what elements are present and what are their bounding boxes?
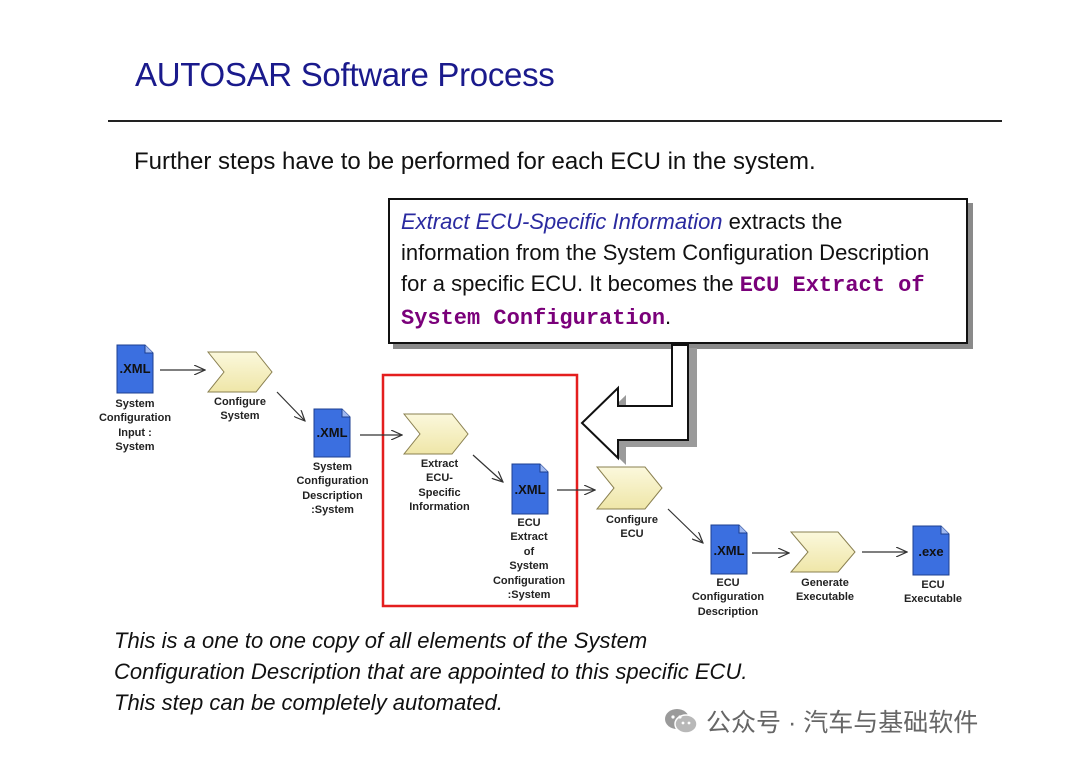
callout-activity-name: Extract ECU-Specific Information — [401, 209, 723, 234]
activity-configure-system — [206, 351, 273, 393]
footer-line: This is a one to one copy of all element… — [114, 628, 648, 653]
wechat-icon — [665, 709, 698, 734]
doc-icon-text: .exe — [918, 544, 944, 559]
callout-artifact-name: ECU Extract of System Configuration — [401, 273, 925, 331]
watermark: 公众号 · 汽车与基础软件 — [664, 703, 978, 739]
doc-icon-system-description — [313, 408, 351, 458]
doc-icon-ecu-extract — [511, 463, 549, 515]
activity-generate-executable — [789, 531, 856, 573]
flow-arrow — [667, 508, 703, 543]
label-configure-system: Configure System — [214, 396, 266, 423]
label-system-configuration-input: System Configuration Input : System — [98, 398, 172, 454]
doc-icon-ecu-configuration — [710, 524, 748, 575]
flow-arrow — [276, 391, 305, 421]
label-ecu-extract: ECU Extract of System Configuration :Sys… — [492, 517, 566, 602]
flow-arrow — [472, 454, 503, 482]
callout-pointer-arrow — [580, 344, 689, 461]
footer-note: This is a one to one copy of all element… — [114, 625, 747, 718]
label-extract-ecu-specific-information: Extract ECU- Specific Information — [409, 458, 470, 514]
doc-icon-text: .XML — [514, 482, 546, 497]
watermark-text: 公众号 · 汽车与基础软件 — [706, 709, 979, 737]
subtitle: Further steps have to be performed for e… — [134, 148, 816, 175]
title-divider — [108, 120, 1002, 122]
label-system-configuration-description: System Configuration Description :System — [296, 461, 369, 517]
doc-icon-ecu-executable — [912, 525, 950, 576]
callout-box: Extract ECU-Specific Information extract… — [388, 198, 968, 344]
callout-period: . — [665, 304, 672, 329]
label-generate-executable: Generate Executable — [795, 577, 855, 604]
footer-line: This step can be completely automated. — [114, 690, 503, 715]
callout-text: extracts the information from the System… — [401, 209, 930, 296]
label-ecu-executable: ECU Executable — [903, 579, 963, 606]
doc-icon-text: .XML — [119, 361, 151, 376]
doc-icon-system-input — [116, 344, 154, 394]
doc-icon-text: .XML — [713, 543, 745, 558]
footer-line: Configuration Description that are appoi… — [114, 659, 748, 684]
activity-extract-ecu-info — [402, 413, 469, 455]
label-ecu-configuration-description: ECU Configuration Description — [691, 577, 765, 618]
doc-icon-text: .XML — [316, 425, 348, 440]
activity-configure-ecu — [595, 466, 663, 510]
page-title: AUTOSAR Software Process — [135, 56, 555, 93]
label-configure-ecu: Configure ECU — [606, 514, 658, 541]
